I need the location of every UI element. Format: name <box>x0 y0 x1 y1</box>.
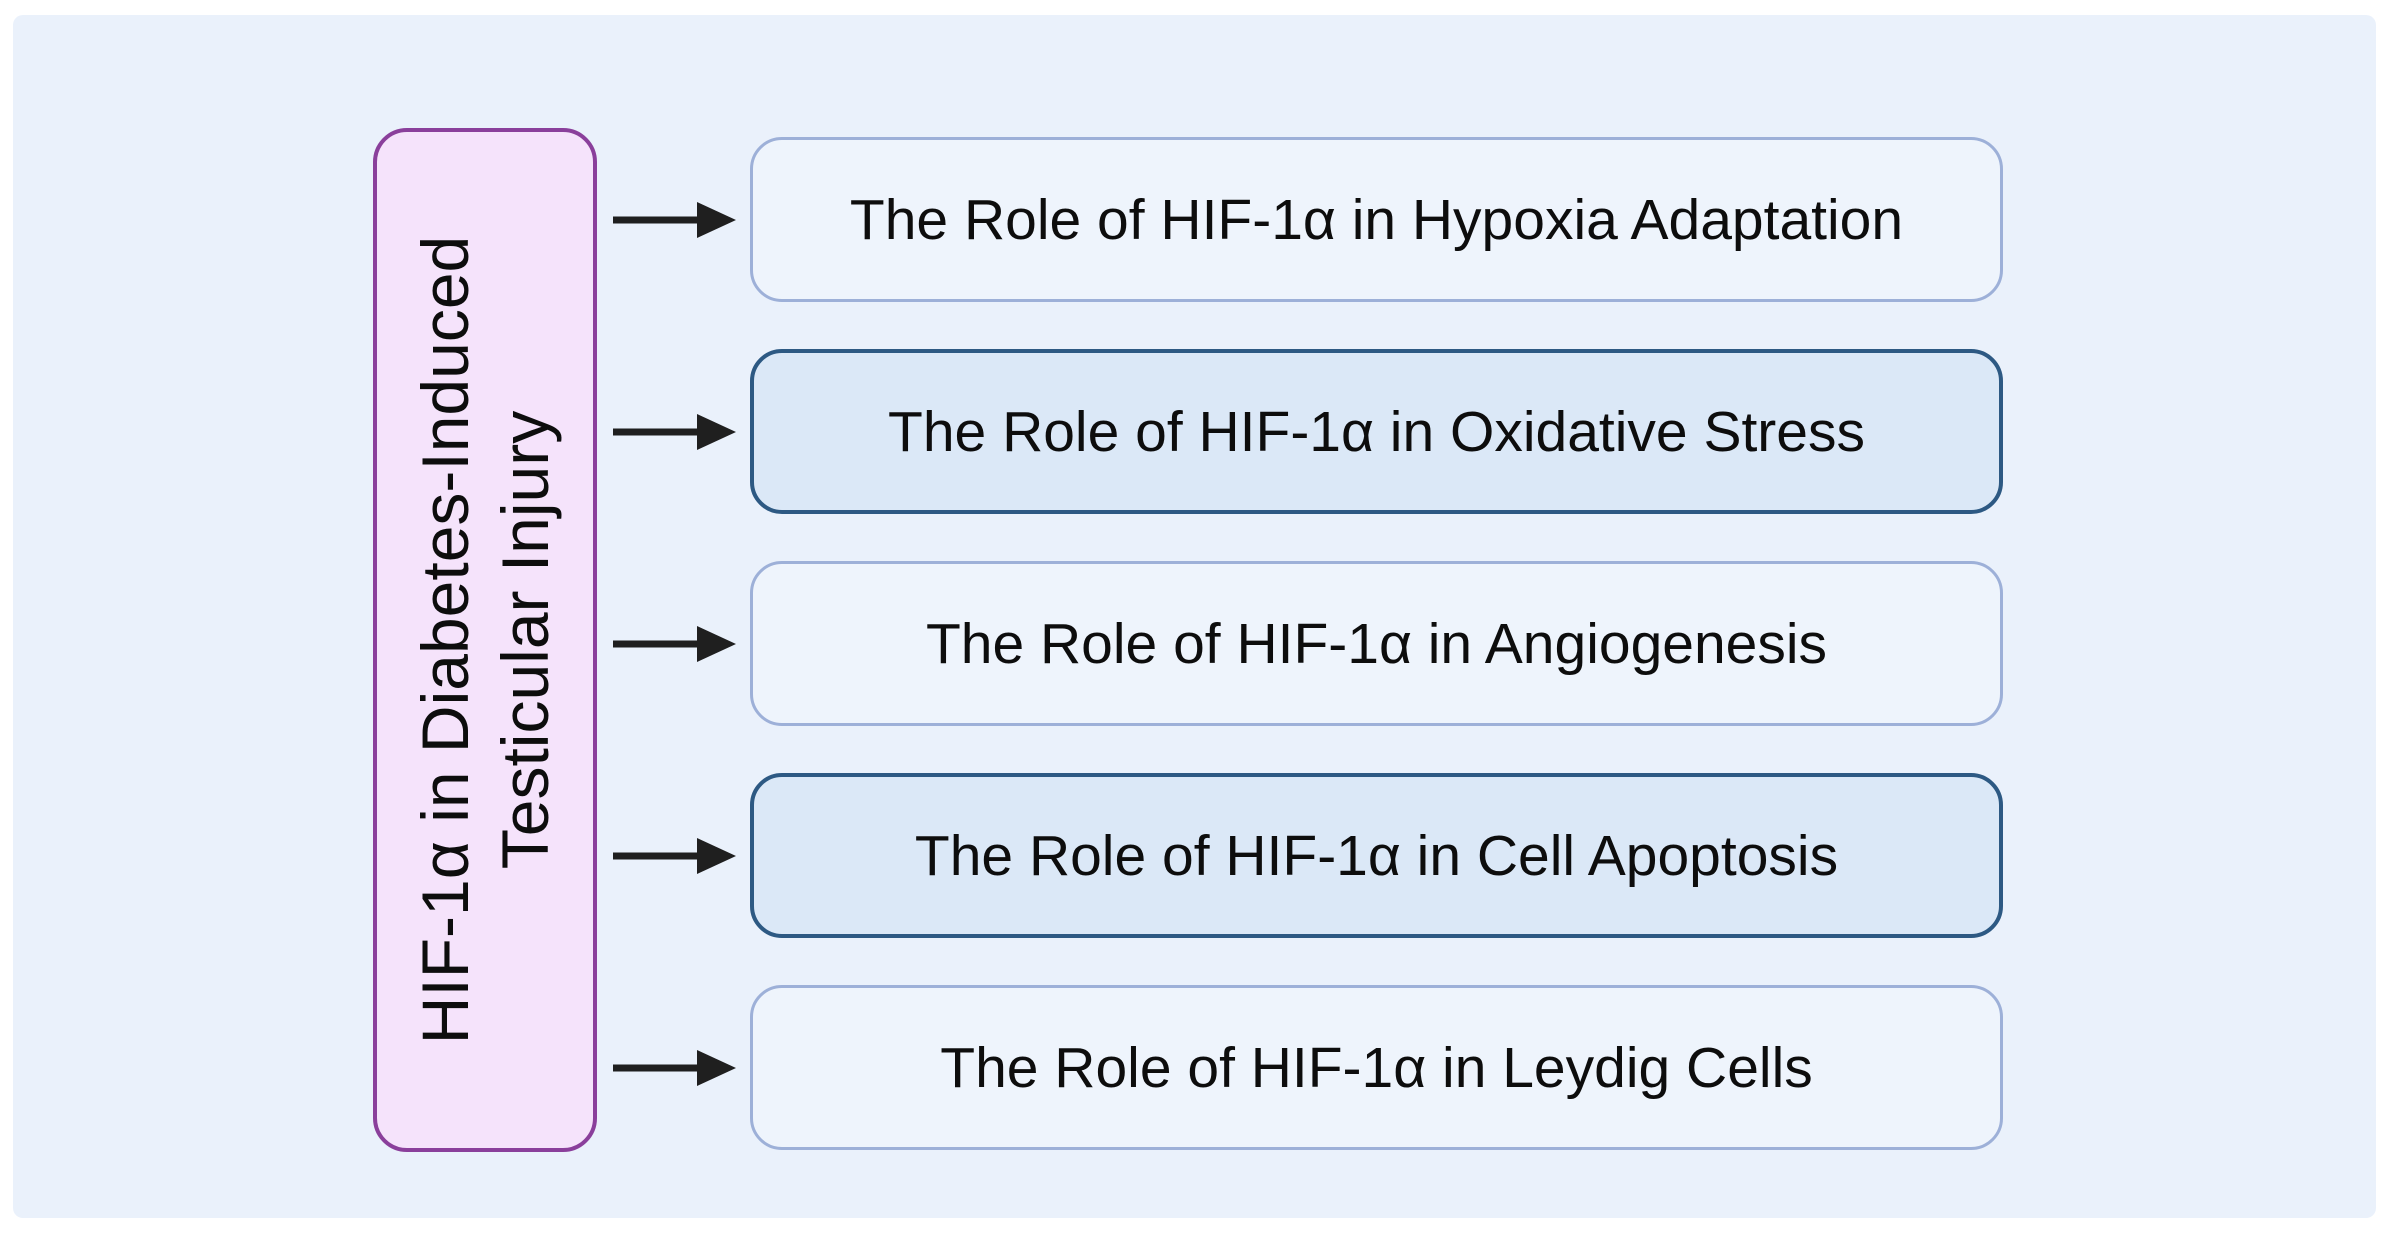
branch-node-angiogenesis: The Role of HIF-1α in Angiogenesis <box>750 561 2003 726</box>
branch-node-hypoxia-adaptation: The Role of HIF-1α in Hypoxia Adaptation <box>750 137 2003 302</box>
root-node-label: HIF-1α in Diabetes-Induced Testicular In… <box>405 130 565 1150</box>
branch-row-hypoxia-adaptation: The Role of HIF-1α in Hypoxia Adaptation <box>611 137 2003 302</box>
arrow-right-icon <box>613 201 736 238</box>
branch-row-leydig-cells: The Role of HIF-1α in Leydig Cells <box>611 985 2003 1150</box>
root-label-line-2: Testicular Injury <box>488 410 562 870</box>
branch-row-oxidative-stress: The Role of HIF-1α in Oxidative Stress <box>611 349 2003 514</box>
arrow-right-icon <box>613 837 736 874</box>
root-node: HIF-1α in Diabetes-Induced Testicular In… <box>373 128 597 1152</box>
branch-node-leydig-cells: The Role of HIF-1α in Leydig Cells <box>750 985 2003 1150</box>
arrow-right-icon <box>613 625 736 662</box>
diagram-panel: HIF-1α in Diabetes-Induced Testicular In… <box>13 15 2376 1218</box>
branch-node-cell-apoptosis: The Role of HIF-1α in Cell Apoptosis <box>750 773 2003 938</box>
root-label-line-1: HIF-1α in Diabetes-Induced <box>408 235 482 1045</box>
branch-row-angiogenesis: The Role of HIF-1α in Angiogenesis <box>611 561 2003 726</box>
branch-list: The Role of HIF-1α in Hypoxia Adaptation… <box>611 137 2003 1150</box>
arrow-right-icon <box>613 1049 736 1086</box>
branch-row-cell-apoptosis: The Role of HIF-1α in Cell Apoptosis <box>611 773 2003 938</box>
arrow-right-icon <box>613 413 736 450</box>
branch-node-oxidative-stress: The Role of HIF-1α in Oxidative Stress <box>750 349 2003 514</box>
